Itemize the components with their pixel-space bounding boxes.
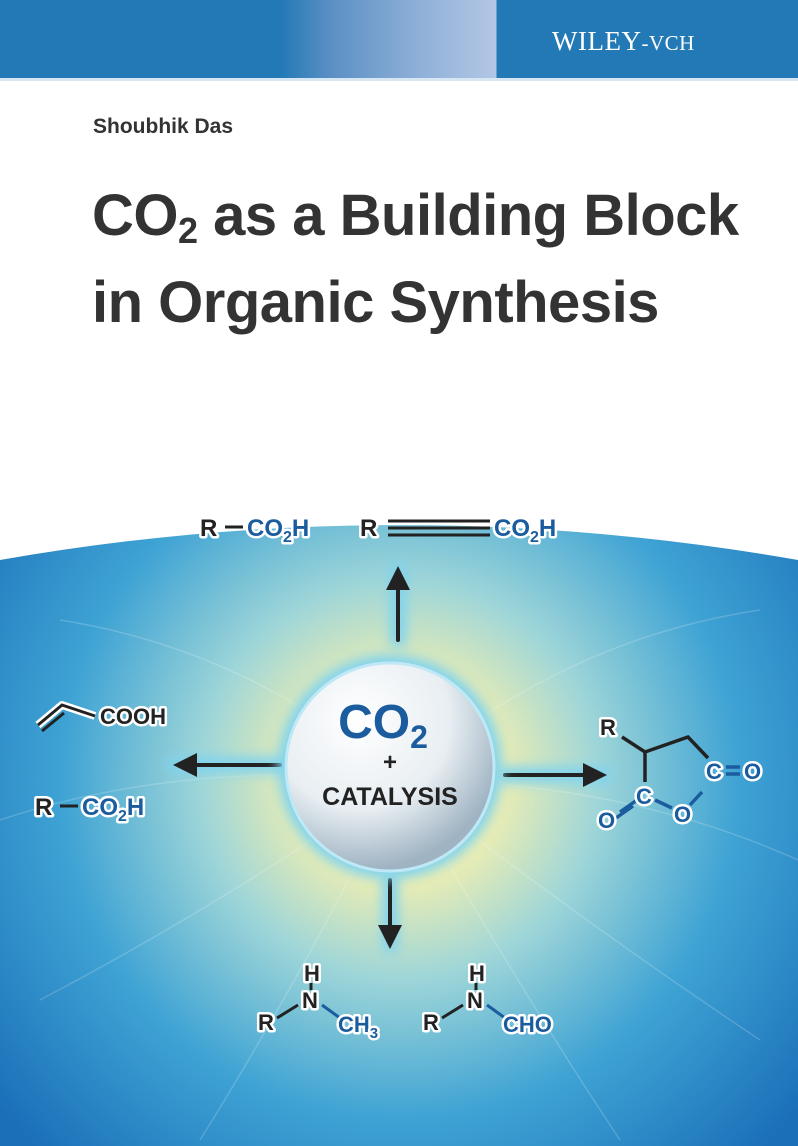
svg-text:CH3: CH3: [338, 1012, 378, 1042]
svg-text:O: O: [674, 802, 691, 827]
svg-text:CO2H: CO2H: [247, 515, 309, 546]
svg-text:CO2H: CO2H: [494, 515, 556, 546]
book-title: CO2 as a Building Block in Organic Synth…: [92, 180, 739, 339]
svg-text:R: R: [600, 715, 616, 740]
svg-text:O: O: [598, 808, 615, 833]
product-alkynoic-acid: R CO2H: [358, 513, 559, 549]
svg-text:N: N: [467, 988, 483, 1013]
title-subscript: 2: [178, 210, 198, 251]
center-plus: +: [383, 749, 397, 776]
svg-text:N: N: [302, 988, 318, 1013]
svg-text:R: R: [35, 794, 52, 821]
header-divider: [0, 78, 798, 81]
title-co: CO: [92, 183, 179, 248]
center-co2: CO2: [338, 696, 428, 755]
svg-text:H: H: [304, 961, 320, 986]
svg-text:CO2H: CO2H: [82, 794, 144, 825]
svg-text:C: C: [636, 784, 652, 809]
center-catalysis: CATALYSIS: [322, 783, 458, 811]
title-rest: as a Building Block: [197, 183, 739, 248]
svg-text:R: R: [200, 515, 217, 542]
product-acrylic-acid: COOH: [35, 701, 169, 733]
product-succinic-anhydride: R C O O C O: [596, 713, 764, 836]
title-line-2: in Organic Synthesis: [92, 270, 659, 335]
publisher-suffix: -VCH: [641, 31, 695, 55]
product-carboxylic-acid-top: R CO2H: [198, 513, 312, 549]
publisher-name: WILEY: [552, 26, 642, 56]
product-methylamine: H N R CH3: [256, 959, 381, 1045]
svg-text:C: C: [706, 759, 722, 784]
author-name: Shoubhik Das: [93, 115, 234, 138]
svg-text:H: H: [469, 961, 485, 986]
svg-text:CHO: CHO: [503, 1012, 552, 1037]
svg-text:COOH: COOH: [100, 704, 166, 729]
product-carboxylic-acid-left: R CO2H: [33, 792, 147, 828]
product-formamide: H N R CHO: [421, 959, 555, 1040]
svg-text:R: R: [423, 1010, 439, 1035]
svg-text:R: R: [258, 1010, 274, 1035]
title-line-1: CO2 as a Building Block: [92, 180, 739, 267]
header-bar: [0, 0, 798, 78]
svg-text:R: R: [360, 515, 377, 542]
arrows: [167, 562, 613, 953]
catalysis-sphere: [284, 661, 496, 873]
svg-text:O: O: [744, 759, 761, 784]
publisher-logo: WILEY-VCH: [552, 26, 695, 57]
